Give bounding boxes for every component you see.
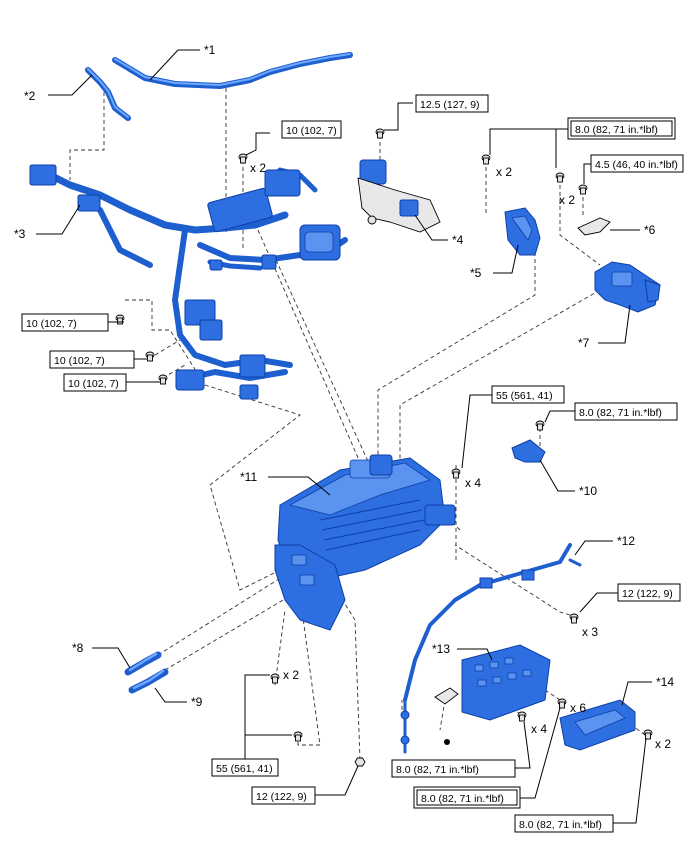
part-2-pipe-illustration: [85, 67, 131, 121]
bolt-icons: [115, 128, 653, 767]
part-3-harness-illustration: [29, 164, 348, 400]
bolt-icon: [238, 153, 248, 164]
torque-box: 55 (561, 41): [211, 758, 279, 777]
part-8-hose-illustration: [124, 651, 162, 676]
torque-box: 12 (122, 9): [617, 583, 681, 602]
label-part-11: *11: [240, 470, 257, 484]
label-part-1: *1: [204, 43, 216, 57]
label-part-3: *3: [14, 227, 26, 241]
bolt-icon: [557, 698, 567, 709]
bolt-icon: [115, 314, 125, 325]
part-6-bracket-illustration: [577, 217, 611, 236]
part-12-cable-illustration: [400, 543, 582, 754]
svg-text:55 (561, 41): 55 (561, 41): [496, 390, 553, 402]
label-part-12: *12: [617, 534, 635, 548]
torque-box-double: 8.0 (82, 71 in.*lbf): [567, 117, 676, 140]
svg-text:55 (561, 41): 55 (561, 41): [216, 763, 273, 775]
bolt-icon: [158, 374, 168, 385]
bolt-icon: [293, 731, 303, 742]
part-1-pipe-illustration: [112, 52, 353, 89]
label-part-6: *6: [644, 223, 656, 237]
qty-label: x 3: [582, 625, 598, 639]
torque-box: 55 (561, 41): [491, 385, 565, 404]
torque-box: 12.5 (127, 9): [415, 94, 489, 113]
label-part-10: *10: [579, 484, 597, 498]
label-part-7: *7: [578, 336, 590, 350]
qty-label: x 2: [559, 193, 575, 207]
torque-box: 4.5 (46, 40 in.*lbf): [590, 154, 684, 173]
torque-box-double: 8.0 (82, 71 in.*lbf): [413, 786, 521, 809]
qty-label: x 2: [496, 165, 512, 179]
label-part-4: *4: [452, 233, 464, 247]
label-part-14: *14: [656, 675, 674, 689]
svg-text:8.0 (82, 71 in.*lbf): 8.0 (82, 71 in.*lbf): [421, 793, 504, 805]
part-7-connector-illustration: [594, 261, 661, 313]
torque-boxes: 10 (102, 7) 12.5 (127, 9) 8.0 (82, 71 in…: [21, 94, 684, 833]
leader-lines: [36, 49, 652, 824]
torque-box: 12 (122, 9): [251, 786, 316, 805]
quantity-labels: x 2 x 2 x 2 x 4 x 3 x 2 x 6 x 4 x 2: [250, 161, 671, 751]
svg-text:10 (102, 7): 10 (102, 7): [68, 378, 119, 390]
label-part-2: *2: [24, 89, 36, 103]
svg-text:8.0 (82, 71 in.*lbf): 8.0 (82, 71 in.*lbf): [575, 124, 658, 136]
part-labels: *1 *2 *3 *4 *5 *6 *7 *8 *9 *10 *11 *12 *…: [14, 43, 674, 709]
bolt-icon: [451, 468, 461, 479]
label-part-9: *9: [191, 695, 203, 709]
part-14-cover-illustration: [559, 699, 636, 751]
bolt-icon: [481, 154, 491, 165]
part-9-hose-illustration: [128, 668, 169, 694]
qty-label: x 2: [250, 161, 266, 175]
bolt-icon: [517, 711, 527, 722]
nut-icon: [354, 757, 366, 767]
qty-label: x 4: [465, 476, 481, 490]
qty-label: x 2: [283, 668, 299, 682]
torque-box: 10 (102, 7): [49, 350, 135, 369]
svg-text:10 (102, 7): 10 (102, 7): [54, 355, 105, 367]
qty-label: x 6: [570, 701, 586, 715]
bolt-icon: [145, 351, 155, 362]
bolt-icon: [578, 184, 588, 195]
qty-label: x 2: [655, 737, 671, 751]
torque-box: 10 (102, 7): [63, 373, 127, 392]
label-part-8: *8: [72, 641, 84, 655]
torque-box: 8.0 (82, 71 in.*lbf): [514, 814, 614, 833]
label-part-13: *13: [432, 642, 450, 656]
svg-text:12 (122, 9): 12 (122, 9): [256, 791, 307, 803]
svg-text:8.0 (82, 71 in.*lbf): 8.0 (82, 71 in.*lbf): [579, 407, 662, 419]
svg-text:12.5 (127, 9): 12.5 (127, 9): [420, 99, 480, 111]
svg-text:4.5 (46, 40 in.*lbf): 4.5 (46, 40 in.*lbf): [595, 159, 678, 171]
svg-text:8.0 (82, 71 in.*lbf): 8.0 (82, 71 in.*lbf): [396, 764, 479, 776]
part-13-cover-illustration: [434, 644, 551, 745]
part-4-bracket-illustration: [357, 159, 441, 233]
bolt-icon: [535, 420, 545, 431]
part-11-inverter-illustration: [274, 454, 456, 631]
bolt-icon: [569, 613, 579, 624]
bolt-icon: [375, 128, 385, 139]
svg-text:10 (102, 7): 10 (102, 7): [26, 318, 77, 330]
bolt-icon: [555, 172, 565, 183]
torque-box: 8.0 (82, 71 in.*lbf): [391, 759, 516, 778]
svg-text:12 (122, 9): 12 (122, 9): [622, 588, 673, 600]
torque-box: 10 (102, 7): [281, 120, 342, 139]
svg-text:8.0 (82, 71 in.*lbf): 8.0 (82, 71 in.*lbf): [519, 819, 602, 831]
qty-label: x 4: [531, 722, 547, 736]
part-10-bracket-illustration: [511, 439, 546, 463]
svg-text:10 (102, 7): 10 (102, 7): [286, 125, 337, 137]
torque-box: 10 (102, 7): [21, 313, 109, 332]
bolt-icon: [270, 673, 280, 684]
torque-box: 8.0 (82, 71 in.*lbf): [574, 402, 678, 421]
part-5-connector-illustration: [504, 207, 541, 256]
bolt-icon: [643, 729, 653, 740]
label-part-5: *5: [470, 266, 482, 280]
